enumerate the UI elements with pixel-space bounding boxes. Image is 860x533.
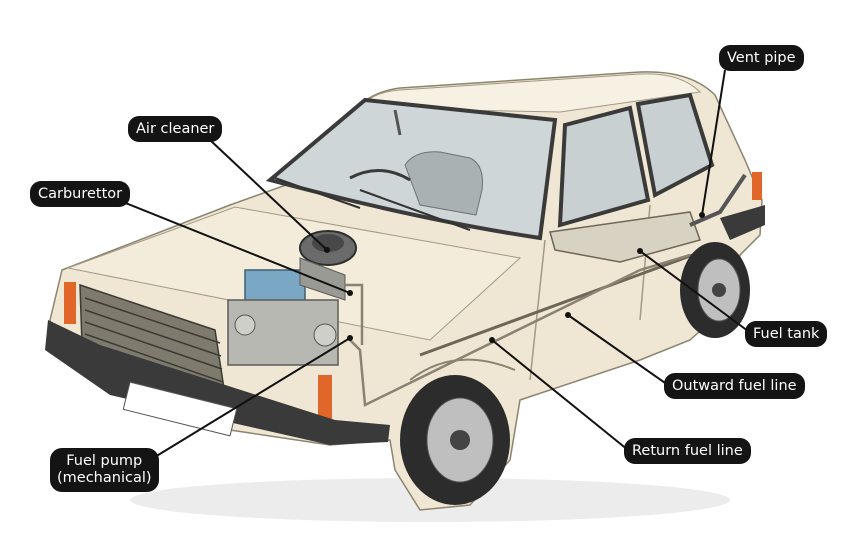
pointer-air-cleaner xyxy=(324,247,330,253)
leader-air-cleaner xyxy=(209,139,328,251)
leader-return-fuel-line xyxy=(491,339,629,451)
engine xyxy=(227,230,357,366)
front-wheel-arch xyxy=(409,358,516,381)
pointer-carburettor xyxy=(347,290,353,296)
pointer-fuel-tank xyxy=(637,248,643,254)
leader-vent-pipe xyxy=(701,69,726,216)
rear-bumper xyxy=(720,205,765,240)
rear-light xyxy=(752,172,762,200)
pointer-return-fuel-line xyxy=(489,337,495,343)
wiper-left xyxy=(274,177,361,209)
pointer-fuel-pump xyxy=(347,335,353,341)
pointer-vent-pipe xyxy=(699,212,705,218)
fuel-line-outward xyxy=(349,253,691,407)
grille-slats xyxy=(84,297,224,383)
label-carburettor: Carburettor xyxy=(30,181,131,207)
engine-pulley xyxy=(234,314,256,336)
right-indicator xyxy=(318,375,332,420)
front-side-window xyxy=(557,105,651,228)
carburettor-body xyxy=(299,257,346,301)
rear-wheel xyxy=(680,242,750,338)
roof xyxy=(359,73,702,113)
label-air-cleaner: Air cleaner xyxy=(128,116,223,142)
fuel-tank-shape xyxy=(549,211,701,263)
rear-side-window xyxy=(635,92,715,199)
label-return-fuel-line: Return fuel line xyxy=(624,438,751,464)
label-outward-fuel-line: Outward fuel line xyxy=(664,373,805,399)
leader-outward-fuel-line xyxy=(567,314,669,386)
front-wheel xyxy=(400,375,510,505)
front-bumper xyxy=(45,320,390,445)
leader-fuel-pump xyxy=(149,337,351,461)
seat xyxy=(404,151,483,216)
fuel-pump-body xyxy=(313,323,337,347)
rear-view-mirror xyxy=(393,109,402,136)
leader-fuel-tank xyxy=(639,250,753,335)
fuel-line-return xyxy=(345,283,364,345)
number-plate xyxy=(122,381,238,437)
filler-neck xyxy=(689,173,747,227)
label-fuel-tank: Fuel tank xyxy=(745,321,828,347)
left-indicator xyxy=(64,282,76,324)
label-vent-pipe: Vent pipe xyxy=(719,45,804,71)
leader-carburettor xyxy=(117,199,351,294)
side-stripe xyxy=(419,243,721,357)
label-fuel-pump: Fuel pump (mechanical) xyxy=(50,448,159,492)
steering-wheel xyxy=(349,168,411,182)
wiper-right xyxy=(359,189,471,231)
air-cleaner-top xyxy=(312,234,344,252)
pointer-outward-fuel-line xyxy=(565,312,571,318)
